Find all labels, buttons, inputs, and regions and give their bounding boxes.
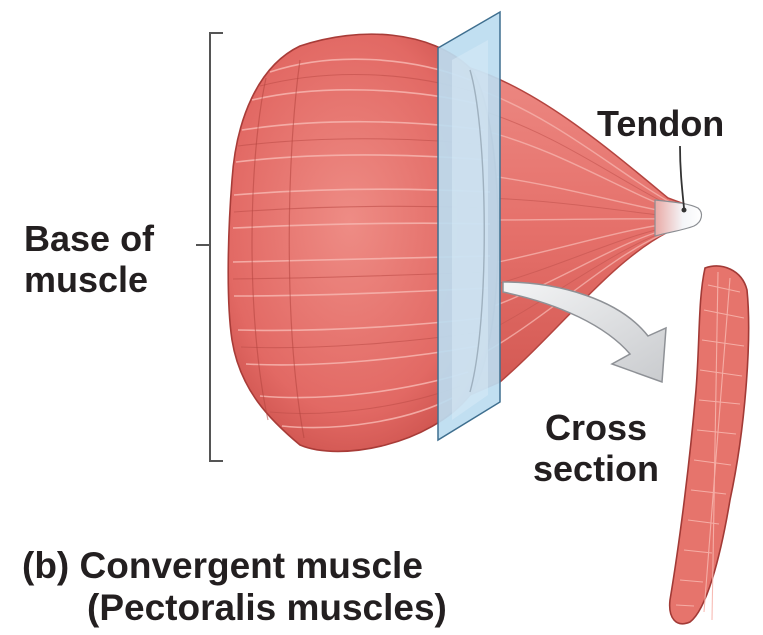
cross-section-label: Cross section bbox=[533, 408, 659, 489]
tendon bbox=[655, 200, 701, 236]
caption-line1: (b) Convergent muscle bbox=[22, 545, 423, 586]
base-bracket bbox=[196, 33, 223, 461]
section-plane bbox=[438, 12, 500, 440]
cross-section bbox=[670, 266, 749, 624]
cross-label-line2: section bbox=[533, 448, 659, 489]
figure-caption: (b) Convergent muscle (Pectoralis muscle… bbox=[22, 545, 447, 629]
tendon-label: Tendon bbox=[597, 104, 724, 145]
caption-line2: (Pectoralis muscles) bbox=[22, 587, 447, 629]
base-label-line2: muscle bbox=[24, 259, 148, 300]
base-of-muscle-label: Base of muscle bbox=[24, 219, 154, 300]
tendon-leader bbox=[680, 146, 684, 208]
base-label-line1: Base of bbox=[24, 218, 154, 259]
cross-label-line1: Cross bbox=[545, 407, 647, 448]
